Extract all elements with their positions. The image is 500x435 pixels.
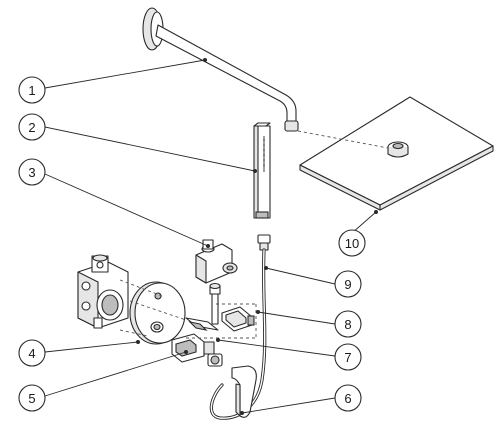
callout-10-label: 10 bbox=[345, 236, 359, 251]
shower-hose bbox=[209, 234, 271, 420]
diverter-cartridge bbox=[221, 306, 255, 332]
callout-6-label: 6 bbox=[344, 391, 351, 406]
assembly-line-plate-cartridge bbox=[129, 300, 187, 321]
callout-7-label: 7 bbox=[344, 350, 351, 365]
callout-7: 7 bbox=[334, 343, 362, 371]
cover-plate bbox=[129, 281, 186, 345]
callout-1: 1 bbox=[18, 76, 46, 104]
callout-4-label: 4 bbox=[28, 346, 35, 361]
assembly-line-valve-plate-2 bbox=[119, 329, 149, 337]
leader-lines bbox=[44, 58, 378, 415]
callout-8: 8 bbox=[334, 310, 362, 338]
callout-9-label: 9 bbox=[344, 277, 351, 292]
callout-5-label: 5 bbox=[28, 391, 35, 406]
callout-5: 5 bbox=[18, 384, 46, 412]
callout-10: 10 bbox=[338, 229, 366, 257]
hand-shower bbox=[253, 122, 271, 219]
callout-2: 2 bbox=[18, 113, 46, 141]
valve-cartridge bbox=[171, 333, 215, 363]
shower-holder bbox=[231, 365, 257, 418]
callout-8-label: 8 bbox=[344, 317, 351, 332]
callout-6: 6 bbox=[334, 384, 362, 412]
diverter-spindle bbox=[185, 282, 223, 367]
callout-4: 4 bbox=[18, 339, 46, 367]
concealed-valve-body bbox=[77, 254, 129, 329]
wall-outlet-elbow bbox=[195, 239, 238, 284]
rain-shower-head bbox=[299, 96, 494, 211]
callout-9: 9 bbox=[334, 270, 362, 298]
callout-2-label: 2 bbox=[28, 120, 35, 135]
callout-3-label: 3 bbox=[28, 165, 35, 180]
shower-arm bbox=[142, 7, 299, 132]
callout-3: 3 bbox=[18, 158, 46, 186]
assembly-line-valve-plate bbox=[119, 279, 163, 297]
callout-1-label: 1 bbox=[28, 83, 35, 98]
